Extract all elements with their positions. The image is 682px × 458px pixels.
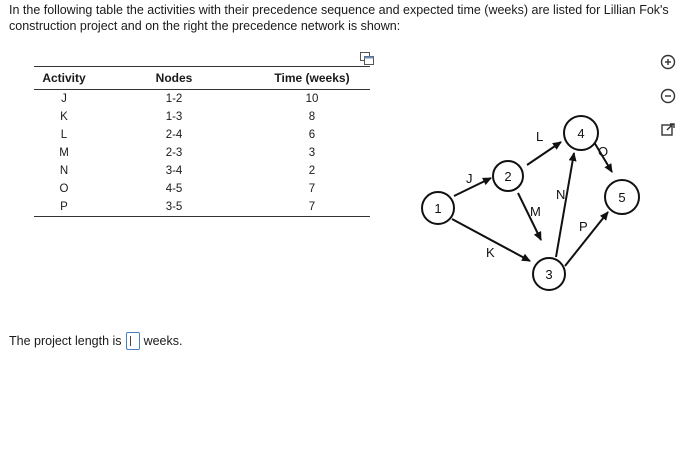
cell-nodes: 2-3 [165, 147, 183, 159]
zoom-out-icon[interactable] [660, 88, 676, 104]
header-activity: Activity [34, 66, 94, 90]
edge-p [564, 211, 609, 267]
network-node: 1 [421, 191, 455, 225]
cell-activity: O [59, 183, 69, 195]
cell-nodes: 4-5 [165, 183, 183, 195]
svg-text:3: 3 [545, 267, 552, 282]
edge-label-m: M [530, 204, 541, 219]
svg-text:1: 1 [434, 201, 441, 216]
cell-time: 8 [308, 111, 316, 123]
cell-nodes: 1-2 [165, 93, 183, 105]
cell-activity: N [59, 165, 69, 177]
edge-n [555, 152, 577, 258]
cell-activity: P [34, 198, 94, 217]
edge-o [593, 141, 613, 173]
answer-prefix: The project length is [9, 334, 122, 348]
cell-time: 6 [308, 129, 316, 141]
answer-line: The project length is weeks. [9, 332, 182, 350]
cell-nodes: 1-3 [165, 111, 183, 123]
table-row: J 1-2 10 [34, 90, 370, 109]
cell-nodes: 3-5 [94, 198, 254, 217]
edge-label-p: P [579, 219, 588, 234]
cell-nodes: 2-4 [165, 129, 183, 141]
cell-time: 3 [308, 147, 316, 159]
table-row: K 1-3 8 [34, 108, 370, 126]
popout-icon[interactable] [660, 122, 676, 138]
cell-time: 7 [308, 183, 316, 195]
cell-activity: K [60, 111, 68, 123]
cell-nodes: 3-4 [165, 165, 183, 177]
table-row: O 4-5 7 [34, 180, 370, 198]
cell-activity: M [59, 147, 69, 159]
edge-label-k: K [486, 245, 495, 260]
question-text: In the following table the activities wi… [9, 3, 669, 33]
edge-label-n: N [556, 187, 565, 202]
table-row: P 3-5 7 [34, 198, 370, 217]
edge-label-o: O [598, 144, 608, 159]
answer-suffix: weeks. [143, 334, 183, 348]
svg-text:4: 4 [577, 126, 584, 141]
network-node: 5 [604, 179, 640, 215]
zoom-in-icon[interactable] [660, 54, 676, 70]
edge-label-l: L [536, 129, 543, 144]
precedence-network: 1 2 3 4 5 J K L M N O P [421, 115, 640, 291]
activity-table: Activity Nodes Time (weeks) J 1-2 10 K 1… [34, 66, 370, 217]
header-nodes: Nodes [94, 66, 254, 90]
cell-time: 10 [305, 93, 319, 105]
edge-l [526, 141, 562, 166]
project-length-input[interactable] [125, 332, 140, 350]
edge-label-j: J [466, 171, 473, 186]
cell-activity: L [60, 129, 68, 141]
copy-icon[interactable] [360, 52, 374, 65]
network-node: 4 [563, 115, 599, 151]
table-row: L 2-4 6 [34, 126, 370, 144]
cell-time: 7 [254, 198, 370, 217]
svg-text:2: 2 [504, 169, 511, 184]
edge-j [453, 177, 492, 197]
cell-time: 2 [308, 165, 316, 177]
header-time: Time (weeks) [254, 66, 370, 90]
network-node: 3 [532, 257, 566, 291]
table-row: N 3-4 2 [34, 162, 370, 180]
edge-m [517, 192, 542, 241]
edge-k [451, 218, 531, 262]
cell-activity: J [61, 93, 67, 105]
network-node: 2 [492, 160, 524, 192]
table-row: M 2-3 3 [34, 144, 370, 162]
table-header-row: Activity Nodes Time (weeks) [34, 66, 370, 90]
svg-text:5: 5 [618, 190, 625, 205]
